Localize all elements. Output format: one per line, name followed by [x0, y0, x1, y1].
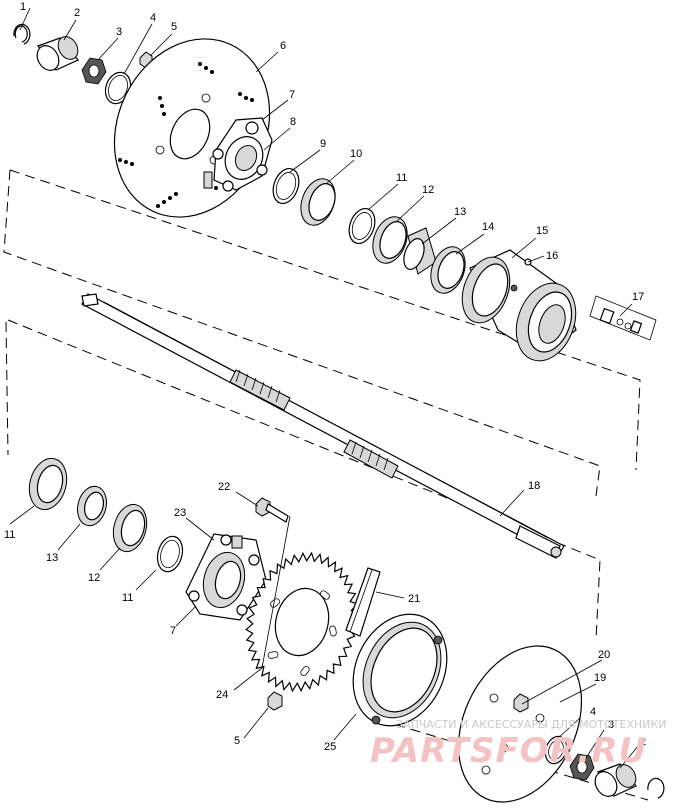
- seal-10: [300, 178, 336, 226]
- hub-8: [212, 117, 273, 192]
- callout-22: 22: [218, 481, 230, 493]
- bolt-22: [255, 497, 289, 523]
- bearing-13-lower: [77, 485, 107, 527]
- spline-section-right: [343, 439, 399, 479]
- rear-axle-18: [81, 293, 565, 559]
- callout-13b: 13: [46, 552, 58, 564]
- washer-4-lower: [544, 735, 568, 765]
- ring-11-upper: [348, 207, 376, 245]
- callout-17: 17: [632, 291, 644, 303]
- leader-lines: [9, 7, 639, 769]
- callout-11: 11: [396, 172, 407, 184]
- callout-24: 24: [216, 689, 228, 701]
- callout-1: 1: [20, 1, 26, 13]
- callout-labels: 1 2 3 4 5 6 7 8 9 10 11 12 13 14 15 16 1…: [4, 1, 646, 753]
- callout-23: 23: [174, 507, 186, 519]
- callout-2: 2: [74, 7, 80, 19]
- callout-3: 3: [116, 26, 122, 38]
- callout-7b: 7: [170, 625, 176, 637]
- watermark-tagline: ЗАПЧАСТИ И АКСЕССУАРЫ ДЛЯ МОТОТЕХНИКИ: [396, 718, 666, 731]
- callout-2b: 2: [640, 736, 646, 748]
- ring-11-lower: [156, 535, 184, 573]
- callout-12b: 12: [88, 572, 100, 584]
- callout-16: 16: [546, 250, 558, 262]
- callout-11b: 11: [4, 529, 15, 541]
- watermark: ЗАПЧАСТИ И АКСЕССУАРЫ ДЛЯ МОТОТЕХНИКИ PA…: [370, 718, 666, 771]
- callout-3b: 3: [608, 719, 614, 731]
- oring-9: [272, 167, 300, 205]
- race-11-lower: [28, 457, 68, 511]
- callout-11c: 11: [122, 592, 133, 604]
- callout-12: 12: [422, 184, 434, 196]
- nut-5-lower: [267, 691, 283, 711]
- race-12-lower: [112, 503, 148, 553]
- bushing-2: [36, 36, 79, 71]
- bolt-set-17: [589, 295, 657, 341]
- circlip-1: [13, 23, 31, 45]
- upper-dashed-guide: [3, 169, 641, 497]
- bearing-13-upper: [403, 227, 437, 275]
- callout-13: 13: [454, 206, 466, 218]
- chain-guard-25: [352, 613, 448, 727]
- callout-15: 15: [536, 225, 548, 237]
- race-12-upper: [372, 216, 408, 264]
- race-14: [430, 246, 466, 294]
- plate-21: [345, 567, 381, 637]
- callout-25: 25: [324, 741, 336, 753]
- callout-21: 21: [408, 593, 420, 605]
- callout-5: 5: [171, 21, 177, 33]
- callout-20: 20: [598, 649, 610, 661]
- bearing-housing-15: [461, 249, 577, 362]
- nut-3: [81, 57, 107, 85]
- bushing-2-lower: [594, 763, 637, 797]
- callout-9: 9: [320, 138, 326, 150]
- nut-3-lower: [569, 753, 595, 781]
- callout-14: 14: [482, 221, 494, 233]
- callout-8: 8: [290, 116, 296, 128]
- bolt-7: [203, 171, 213, 189]
- spline-section-left: [229, 369, 291, 411]
- nut-20: [513, 693, 529, 713]
- callout-4b: 4: [590, 706, 596, 718]
- sprocket-hub-23: [185, 533, 267, 621]
- callout-18: 18: [528, 480, 540, 492]
- callout-4: 4: [150, 12, 156, 24]
- watermark-brand: PARTSFOR.RU: [370, 731, 647, 771]
- callout-19: 19: [594, 672, 606, 684]
- callout-10: 10: [350, 148, 362, 160]
- callout-5b: 5: [234, 735, 240, 747]
- circlip-1-lower: [647, 777, 665, 799]
- callout-6: 6: [280, 40, 286, 52]
- sprocket-24: [245, 551, 359, 693]
- callout-7: 7: [289, 89, 295, 101]
